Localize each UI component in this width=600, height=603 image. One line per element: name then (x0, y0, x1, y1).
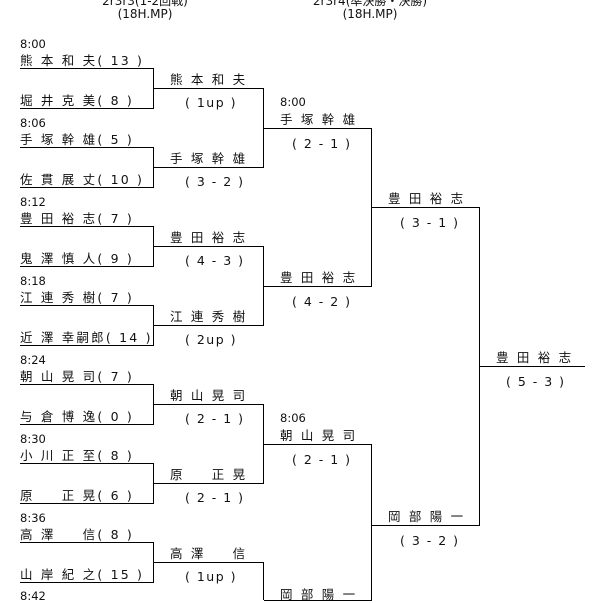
bracket-line (20, 187, 154, 188)
winner-name: 熊 本 和 夫 (170, 72, 248, 87)
winner-name: 岡 部 陽 一 (280, 587, 358, 602)
player-entry: 山 岸 紀 之( 15 ) (20, 567, 145, 582)
player-entry: 高 澤 信( 8 ) (20, 527, 134, 542)
match-score: ( 2up ) (185, 332, 238, 347)
bracket-line (153, 68, 154, 109)
bracket-line (20, 305, 154, 306)
bracket-line (264, 600, 372, 601)
match-score: ( 2 - 1 ) (292, 452, 352, 467)
match-score: ( 2 - 1 ) (292, 136, 352, 151)
match-score: ( 3 - 1 ) (400, 215, 460, 230)
bracket-line (20, 266, 154, 267)
winner-name: 豊 田 裕 志 (388, 191, 466, 206)
player-entry: 小 川 正 至( 8 ) (20, 448, 134, 463)
champion-name: 豊 田 裕 志 (496, 350, 574, 365)
match-score: ( 3 - 2 ) (185, 174, 245, 189)
winner-name: 朝 山 晃 司 (170, 388, 248, 403)
bracket-line (20, 582, 154, 583)
bracket-line (154, 562, 264, 563)
final-score: ( 5 - 3 ) (506, 374, 566, 389)
match-time: 8:36 (20, 511, 46, 525)
bracket-line (154, 404, 264, 405)
bracket-line (153, 226, 154, 267)
bracket-line (372, 525, 480, 526)
match-score: ( 4 - 3 ) (185, 253, 245, 268)
match-score: ( 3 - 2 ) (400, 533, 460, 548)
match-score: ( 2 - 1 ) (185, 490, 245, 505)
bracket-line (479, 207, 480, 526)
winner-name: 岡 部 陽 一 (388, 509, 466, 524)
match-score: ( 4 - 2 ) (292, 294, 352, 309)
match-time: 8:24 (20, 353, 46, 367)
bracket-line (264, 128, 372, 129)
bracket-line (20, 424, 154, 425)
player-entry: 与 倉 博 逸( 0 ) (20, 409, 134, 424)
winner-name: 手 塚 幹 雄 (170, 151, 248, 166)
match-time: 8:30 (20, 432, 46, 446)
player-entry: 佐 貫 展 丈( 10 ) (20, 172, 145, 187)
bracket-line (154, 483, 264, 484)
bracket-line (154, 88, 264, 89)
bracket-line (154, 246, 264, 247)
match-time: 8:12 (20, 195, 46, 209)
bracket-line (20, 345, 154, 346)
winner-name: 豊 田 裕 志 (280, 270, 358, 285)
bracket-line (20, 384, 154, 385)
player-entry: 近 澤 幸嗣郎( 14 ) (20, 330, 153, 345)
match-time: 8:06 (280, 411, 306, 425)
match-time: 8:00 (280, 95, 306, 109)
match-score: ( 1up ) (185, 95, 238, 110)
right-header-title: 2r3r4(準決勝・決勝) (312, 0, 428, 8)
match-score: ( 2 - 1 ) (185, 411, 245, 426)
left-header-format: (18H.MP) (117, 7, 173, 21)
bracket-line (263, 562, 264, 600)
bracket-line (153, 463, 154, 504)
winner-name: 豊 田 裕 志 (170, 230, 248, 245)
right-header-format: (18H.MP) (342, 7, 398, 21)
player-entry: 熊 本 和 夫( 13 ) (20, 53, 145, 68)
bracket-line (264, 286, 372, 287)
bracket-line (20, 147, 154, 148)
left-header-title: 2r3r3(1-2回戦) (102, 0, 188, 8)
player-entry: 豊 田 裕 志( 7 ) (20, 211, 134, 226)
bracket-line (372, 207, 480, 208)
player-entry: 朝 山 晃 司( 7 ) (20, 369, 134, 384)
bracket-line (263, 246, 264, 326)
match-time: 8:18 (20, 274, 46, 288)
bracket-line (154, 325, 264, 326)
bracket-line (20, 108, 154, 109)
winner-name: 高 澤 信 (170, 546, 248, 561)
bracket-line (154, 167, 264, 168)
bracket-line (371, 444, 372, 601)
bracket-line (263, 88, 264, 168)
bracket-line (480, 366, 585, 367)
bracket-line (153, 147, 154, 188)
bracket-line (20, 68, 154, 69)
bracket-line (20, 226, 154, 227)
bracket-line (153, 305, 154, 346)
bracket-line (153, 542, 154, 583)
bracket-line (263, 404, 264, 484)
winner-name: 手 塚 幹 雄 (280, 112, 358, 127)
player-entry: 鬼 澤 慎 人( 9 ) (20, 251, 134, 266)
winner-name: 朝 山 晃 司 (280, 428, 358, 443)
winner-name: 原 正 晃 (170, 467, 248, 482)
match-time: 8:42 (20, 589, 46, 603)
bracket-line (264, 444, 372, 445)
bracket-line (20, 503, 154, 504)
match-time: 8:00 (20, 37, 46, 51)
winner-name: 江 連 秀 樹 (170, 309, 248, 324)
bracket-line (20, 463, 154, 464)
bracket-line (371, 128, 372, 287)
player-entry: 手 塚 幹 雄( 5 ) (20, 132, 134, 147)
player-entry: 江 連 秀 樹( 7 ) (20, 290, 134, 305)
bracket-line (153, 384, 154, 425)
player-entry: 堀 井 克 美( 8 ) (20, 93, 134, 108)
player-entry: 原 正 晃( 6 ) (20, 488, 134, 503)
bracket-line (20, 542, 154, 543)
match-time: 8:06 (20, 116, 46, 130)
match-score: ( 1up ) (185, 569, 238, 584)
